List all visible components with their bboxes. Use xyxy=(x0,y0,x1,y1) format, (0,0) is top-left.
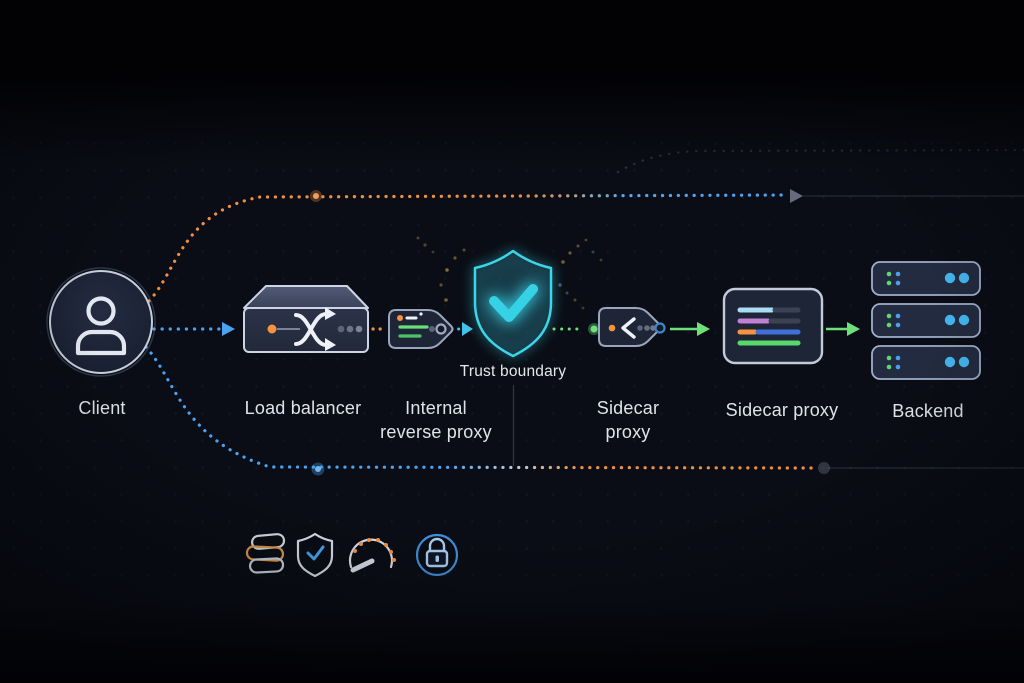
sidecar-proxy-tag-label-line2: proxy xyxy=(605,422,651,442)
backend-label: Backend xyxy=(892,401,964,421)
client-label: Client xyxy=(78,398,126,418)
load-balancer-label: Load balancer xyxy=(244,398,362,418)
trust-boundary-label: Trust boundary xyxy=(459,363,567,380)
internal-reverse-proxy-label-line2: reverse proxy xyxy=(380,422,492,442)
internal-reverse-proxy-label: Internal reverse proxy xyxy=(380,396,492,444)
internal-reverse-proxy-label-line1: Internal xyxy=(405,398,467,418)
sidecar-proxy-tag-label-line1: Sidecar xyxy=(596,398,660,418)
sidecar-proxy-tag-label: Sidecar proxy xyxy=(597,396,659,444)
sidecar-proxy-box-label: Sidecar proxy xyxy=(725,400,839,420)
